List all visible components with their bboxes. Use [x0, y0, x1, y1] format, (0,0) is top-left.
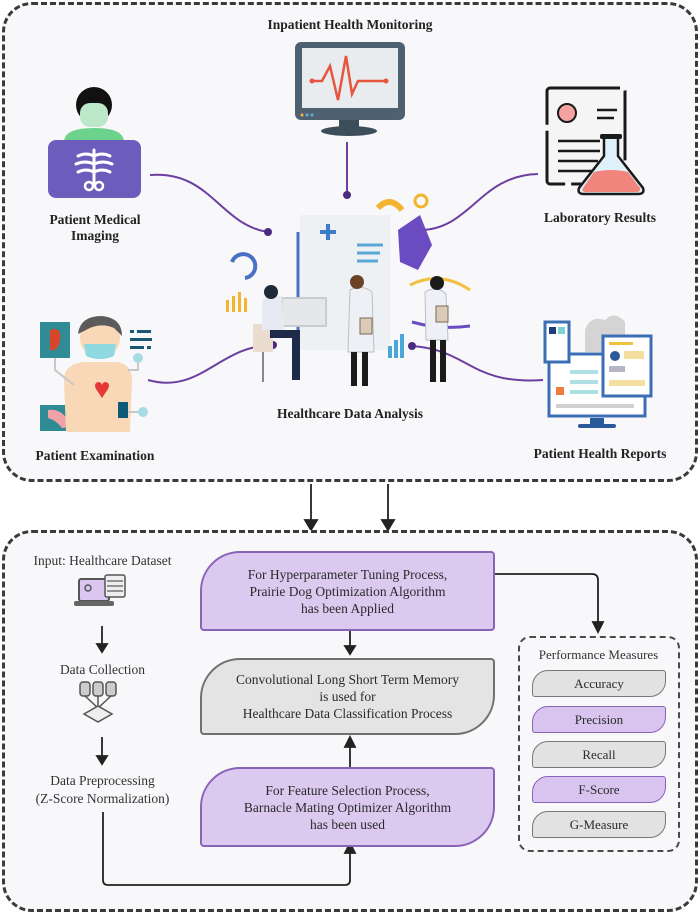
input-dataset-label: Input: Healthcare Dataset	[33, 553, 172, 568]
feature-selection-box: For Feature Selection Process, Barnacle …	[200, 767, 495, 847]
patient-exam-icon	[40, 316, 152, 432]
z-score-normalization-label: (Z-Score Normalization)	[35, 791, 170, 806]
laptop-database-icon	[74, 574, 126, 606]
connector-reports	[411, 345, 544, 382]
data-collection-label: Data Collection	[59, 662, 146, 677]
doctors-data-analysis-illustration	[226, 193, 471, 386]
hyperparameter-line-3: has been Applied	[301, 600, 394, 616]
connector-dot	[343, 191, 351, 199]
hyperparameter-line-2: Prairie Dog Optimization Algorithm	[249, 583, 446, 599]
label-healthcare-data-analysis: Healthcare Data Analysis	[277, 406, 423, 421]
panel-arrows	[303, 484, 396, 532]
label-patient-examination: Patient Examination	[35, 448, 155, 463]
metric-accuracy: Accuracy	[532, 670, 666, 697]
label-inpatient-monitoring: Inpatient Health Monitoring	[267, 17, 433, 32]
xray-patient-icon	[48, 87, 141, 198]
classification-line-2: is used for	[319, 689, 376, 704]
connector-lab	[419, 173, 539, 231]
ecg-monitor-icon	[295, 42, 405, 136]
classification-box: Convolutional Long Short Term Memory is …	[200, 658, 495, 735]
metric-precision: Precision	[532, 706, 666, 733]
performance-measures-title: Performance Measures	[538, 647, 659, 662]
connector-dot	[408, 342, 416, 350]
feature-selection-line-1: For Feature Selection Process,	[265, 782, 430, 798]
connector-lines	[147, 142, 544, 384]
classification-line-3: Healthcare Data Classification Process	[242, 706, 453, 721]
flow-arrows	[95, 573, 605, 886]
metric-g-measure: G-Measure	[532, 811, 666, 838]
connector-dot	[264, 228, 272, 236]
health-report-devices-icon	[543, 315, 653, 428]
connector-imaging	[149, 173, 269, 233]
performance-measures-box: Performance Measures Accuracy Precision …	[518, 636, 680, 852]
data-collection-icon	[79, 681, 117, 723]
feature-selection-line-2: Barnacle Mating Optimizer Algorithm	[243, 799, 452, 815]
label-medical-imaging: Patient Medical Imaging	[49, 212, 141, 243]
label-patient-health-reports: Patient Health Reports	[533, 446, 667, 461]
metric-recall: Recall	[532, 741, 666, 768]
feature-selection-line-3: has been used	[310, 816, 385, 832]
metric-f-score: F-Score	[532, 776, 666, 803]
classification-line-1: Convolutional Long Short Term Memory	[235, 672, 460, 687]
data-preprocessing-label: Data Preprocessing	[50, 773, 155, 788]
hyperparameter-line-1: For Hyperparameter Tuning Process,	[247, 566, 448, 582]
label-laboratory-results: Laboratory Results	[543, 210, 657, 225]
lab-report-flask-icon	[545, 86, 645, 196]
hyperparameter-tuning-box: For Hyperparameter Tuning Process, Prair…	[200, 551, 495, 631]
